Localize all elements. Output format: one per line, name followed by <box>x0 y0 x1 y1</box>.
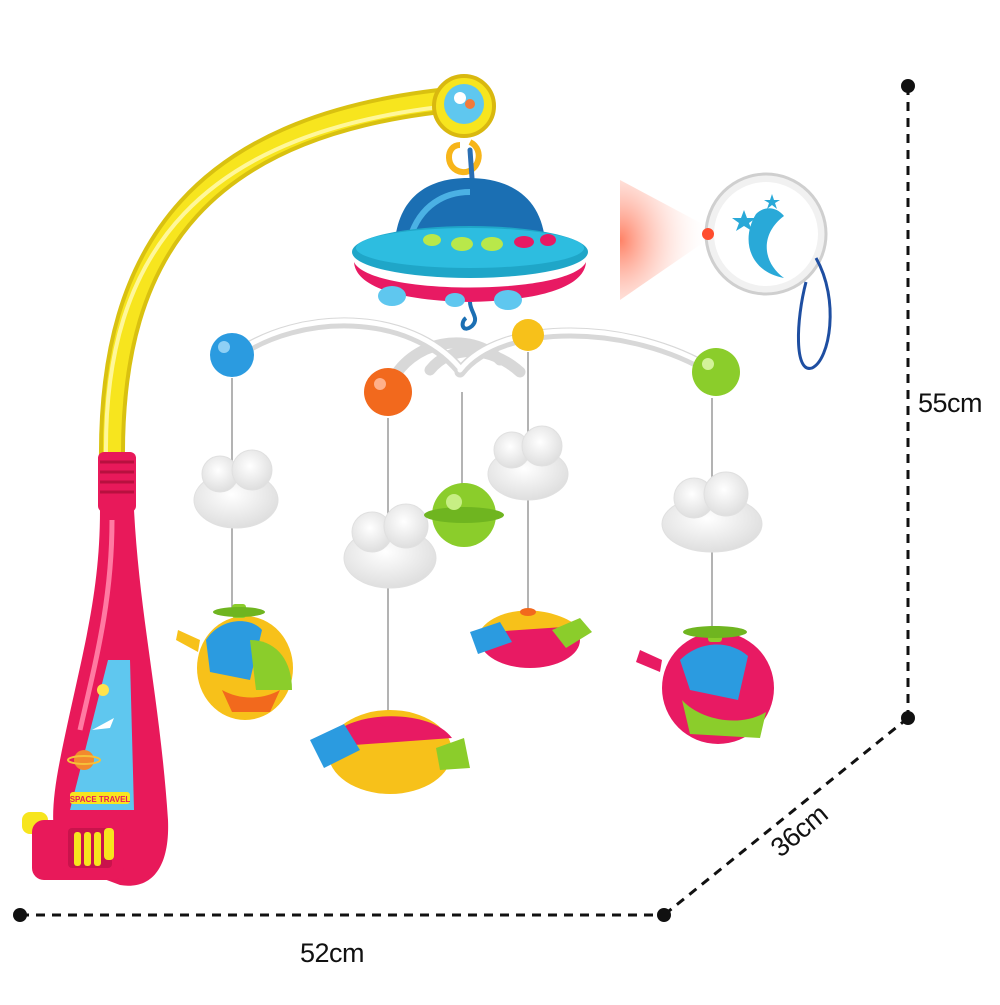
mobile-base: SPACE TRAVEL <box>22 452 169 886</box>
helicopter-toy <box>176 604 293 720</box>
mobile-arm <box>98 85 483 473</box>
cloud-toys <box>193 425 763 589</box>
dimension-endpoint <box>901 79 915 93</box>
planet-toy <box>424 483 504 547</box>
remote-control <box>620 172 832 370</box>
helicopter-toy <box>636 626 774 744</box>
ufo-buttons <box>423 234 556 251</box>
top-badge <box>432 74 496 181</box>
airplane-toy <box>310 710 470 794</box>
dimension-lines <box>13 79 915 922</box>
depth-line <box>663 716 909 917</box>
star-icon <box>732 194 780 231</box>
airplane-toy <box>470 608 592 668</box>
dimension-endpoint <box>13 908 27 922</box>
height-dimension-label: 55cm <box>918 388 983 418</box>
dimension-endpoint <box>901 711 915 725</box>
cloud-toy <box>487 425 569 501</box>
dimension-endpoint <box>657 908 671 922</box>
ufo-music-box <box>352 178 588 331</box>
hanging-beads <box>210 319 740 416</box>
cloud-toy <box>343 503 437 589</box>
base-sticker-text: SPACE TRAVEL <box>70 795 131 804</box>
base-sticker <box>70 660 134 810</box>
cloud-toy <box>193 449 279 529</box>
width-dimension-label: 52cm <box>300 938 365 968</box>
power-icon <box>773 235 795 257</box>
cloud-toy <box>661 471 763 553</box>
